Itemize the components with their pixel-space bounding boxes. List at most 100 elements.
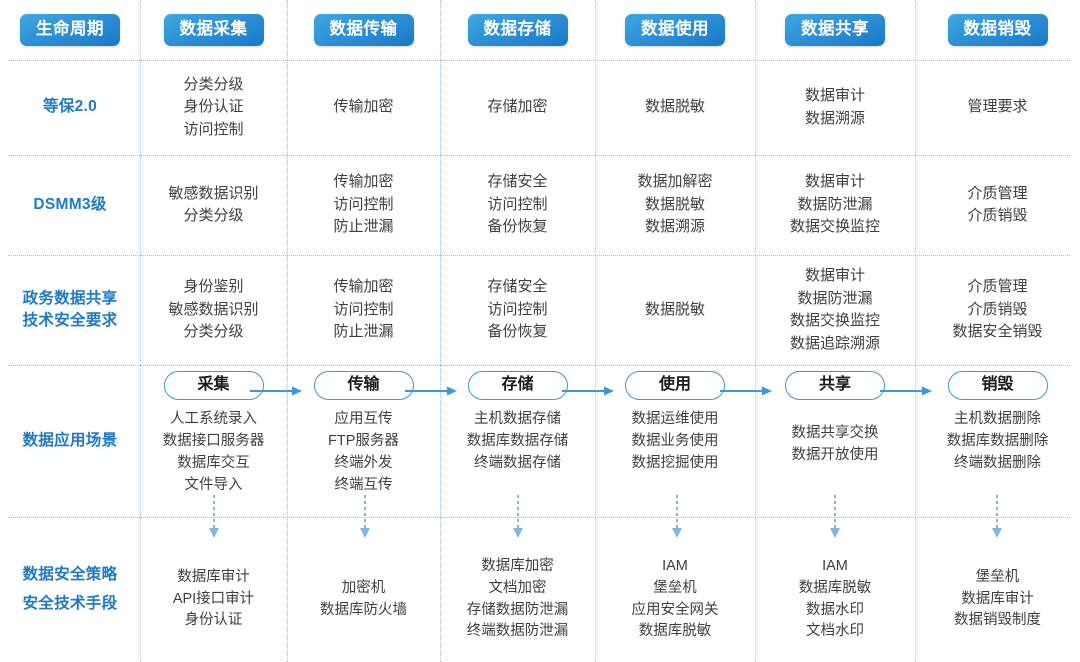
list-item: 加密机 — [341, 579, 386, 596]
cell-govshare-store: 存储安全 访问控制 备份恢复 — [440, 255, 595, 365]
list-item: 应用互传 — [334, 411, 393, 428]
list-item: 身份认证 — [184, 612, 243, 629]
list-item: 分类分级 — [183, 75, 244, 93]
header-pill-use[interactable]: 数据使用 — [625, 14, 725, 46]
list-item: 存储安全 — [487, 173, 548, 191]
row-label-line: 数据安全策略 — [22, 565, 118, 583]
rule-under-header — [8, 60, 1070, 61]
list-item: 终端数据删除 — [954, 455, 1041, 472]
list-item: FTP服务器 — [328, 433, 399, 450]
list-item: 分类分级 — [183, 207, 244, 224]
list-item: 数据库脱敏 — [638, 623, 712, 640]
list-item: IAM — [662, 558, 688, 574]
list-item: 堡垒机 — [653, 579, 697, 596]
list-item: 终端互传 — [334, 477, 393, 494]
list-item: 数据共享交换 — [791, 425, 879, 442]
list-item: 介质管理 — [967, 184, 1028, 202]
header-cell-collect: 数据采集 — [140, 0, 287, 60]
cell-dsmm3-use: 数据加解密 数据脱敏 数据溯源 — [595, 155, 755, 255]
list-item: 数据库数据存储 — [466, 433, 569, 450]
scenario-pill-destroy[interactable]: 销毁 — [947, 371, 1048, 401]
list-item: 数据安全销毁 — [952, 323, 1043, 341]
list-item: 堡垒机 — [975, 568, 1020, 585]
cell-govshare-share: 数据审计 数据防泄漏 数据交换监控 数据追踪溯源 — [755, 255, 915, 365]
list-item: 文档加密 — [488, 579, 547, 596]
scenario-cell-transmit: 传输 应用互传 FTP服务器 终端外发 终端互传 — [287, 365, 440, 517]
list-item: 数据库审计 — [961, 590, 1034, 607]
table-row-govshare: 政务数据共享 技术安全要求 身份鉴别 敏感数据识别 分类分级 传输加密 访问控制… — [0, 255, 1080, 365]
cell-strategy-store: 数据库加密 文档加密 存储数据防泄漏 终端数据防泄漏 — [440, 517, 595, 662]
cell-govshare-use: 数据脱敏 — [595, 255, 755, 365]
list-item: 数据追踪溯源 — [789, 334, 880, 352]
cell-dsmm3-destroy: 介质管理 介质销毁 — [915, 155, 1080, 255]
scenario-cell-collect: 采集 人工系统录入 数据接口服务器 数据库交互 文件导入 — [140, 365, 287, 517]
list-item: 主机数据删除 — [954, 411, 1041, 428]
header-cell-share: 数据共享 — [755, 0, 915, 60]
cell-dsmm3-collect: 敏感数据识别 分类分级 — [140, 155, 287, 255]
list-item: API接口审计 — [172, 590, 255, 607]
cell-govshare-collect: 身份鉴别 敏感数据识别 分类分级 — [140, 255, 287, 365]
list-item: 访问控制 — [487, 195, 548, 213]
list-item: 数据销毁制度 — [954, 612, 1041, 629]
list-item: 数据库交互 — [177, 455, 250, 472]
list-item: 人工系统录入 — [170, 411, 257, 428]
list-item: 介质销毁 — [967, 300, 1028, 318]
cell-dsmm3-store: 存储安全 访问控制 备份恢复 — [440, 155, 595, 255]
list-item: 数据运维使用 — [631, 411, 719, 428]
header-pill-store[interactable]: 数据存储 — [467, 14, 568, 46]
row-label-line: 技术安全要求 — [22, 312, 118, 329]
cell-dsmm3-transmit: 传输加密 访问控制 防止泄漏 — [287, 155, 440, 255]
list-item: 数据交换监控 — [789, 312, 880, 329]
row-label-scenarios: 数据应用场景 — [0, 365, 140, 517]
rule-under-scenarios — [8, 517, 1070, 518]
rule-under-dengbao — [8, 155, 1070, 156]
list-item: 数据防泄漏 — [797, 195, 873, 213]
cell-dengbao-share: 数据审计 数据溯源 — [755, 60, 915, 155]
list-item: 数据水印 — [806, 601, 864, 618]
list-item: 数据库审计 — [177, 568, 250, 585]
cell-strategy-use: IAM 堡垒机 应用安全网关 数据库脱敏 — [595, 517, 755, 662]
cell-dengbao-use: 数据脱敏 — [595, 60, 755, 155]
header-cell-store: 数据存储 — [440, 0, 595, 60]
table-row-dengbao: 等保2.0 分类分级 身份认证 访问控制 传输加密 存储加密 数据脱敏 数据审计… — [0, 60, 1080, 155]
header-pill-lifecycle[interactable]: 生命周期 — [20, 14, 120, 46]
list-item: 介质管理 — [967, 278, 1028, 296]
row-label-line: DSMM3级 — [33, 195, 107, 213]
header-cell-transmit: 数据传输 — [287, 0, 440, 60]
list-item: 访问控制 — [333, 195, 394, 213]
header-pill-destroy[interactable]: 数据销毁 — [947, 14, 1048, 46]
list-item: 数据溯源 — [804, 109, 865, 127]
header-pill-share[interactable]: 数据共享 — [785, 14, 885, 46]
cell-strategy-transmit: 加密机 数据库防火墙 — [287, 517, 440, 662]
scenario-pill-transmit[interactable]: 传输 — [313, 371, 414, 401]
rule-under-govshare — [8, 365, 1070, 366]
list-item: 数据库防火墙 — [320, 601, 407, 618]
scenario-pill-use[interactable]: 使用 — [625, 371, 725, 401]
list-item: 数据库脱敏 — [798, 579, 872, 596]
list-item: 文档水印 — [806, 623, 864, 640]
scenario-pill-store[interactable]: 存储 — [467, 371, 568, 401]
list-item: 访问控制 — [487, 300, 548, 318]
cell-dengbao-store: 存储加密 — [440, 60, 595, 155]
row-label-line: 政务数据共享 — [22, 289, 118, 307]
table-row-scenarios: 数据应用场景 采集 人工系统录入 数据接口服务器 数据库交互 文件导入 传输 应… — [0, 365, 1080, 517]
rule-under-dsmm3 — [8, 255, 1070, 256]
list-item: 文件导入 — [184, 477, 243, 494]
cell-govshare-transmit: 传输加密 访问控制 防止泄漏 — [287, 255, 440, 365]
list-item: 防止泄漏 — [333, 218, 394, 236]
list-item: 终端数据防泄漏 — [466, 623, 569, 640]
scenario-pill-collect[interactable]: 采集 — [163, 371, 264, 401]
row-label-strategy: 数据安全策略 安全技术手段 — [0, 517, 140, 662]
header-cell-destroy: 数据销毁 — [915, 0, 1080, 60]
list-item: 备份恢复 — [487, 323, 548, 341]
list-item: 访问控制 — [333, 300, 394, 318]
header-pill-transmit[interactable]: 数据传输 — [313, 14, 414, 46]
list-item: 数据脱敏 — [644, 195, 705, 213]
list-item: 数据加解密 — [637, 173, 713, 191]
scenario-pill-share[interactable]: 共享 — [785, 371, 885, 401]
row-label-line: 等保2.0 — [42, 98, 98, 116]
header-pill-collect[interactable]: 数据采集 — [163, 14, 264, 46]
list-item: 数据溯源 — [644, 218, 705, 236]
scenario-cell-store: 存储 主机数据存储 数据库数据存储 终端数据存储 — [440, 365, 595, 517]
cell-dengbao-transmit: 传输加密 — [287, 60, 440, 155]
